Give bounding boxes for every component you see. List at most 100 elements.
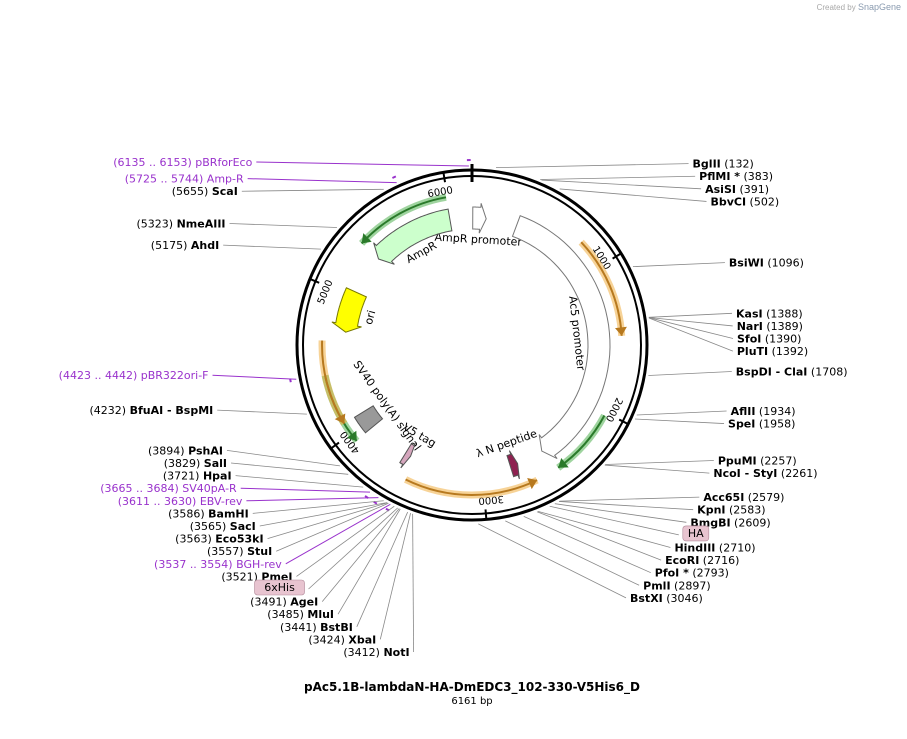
- site-position: (1096): [764, 257, 804, 270]
- leader-spei: [634, 418, 725, 424]
- leader-bstxi: [478, 523, 627, 599]
- feature-sv40-poly-a-signal: [353, 405, 384, 434]
- site-position: (502): [746, 195, 779, 208]
- leader-sali: [230, 462, 349, 475]
- site-position: (6135 .. 6153): [113, 156, 195, 169]
- enzyme-label-kasi: KasI (1388): [736, 307, 803, 320]
- enzyme-label-mlui: (3485) MluI: [267, 608, 334, 621]
- leader-pbrforeco: [256, 161, 469, 167]
- enzyme-label-pflmi: PflMI * (383): [699, 170, 773, 183]
- site-name: PluTI: [737, 345, 768, 358]
- label-text: AflII (1934): [731, 405, 796, 418]
- site-name: HpaI: [203, 470, 232, 483]
- leader-pflmi-: [540, 175, 696, 180]
- leader-sfoi: [648, 317, 734, 339]
- feature-tag-6xhis: 6xHis: [254, 579, 305, 596]
- feature-tag-box: [682, 525, 710, 542]
- label-text: BglII (132): [693, 158, 754, 171]
- leader-ebv-rev: [246, 497, 379, 502]
- leader-noti: [412, 513, 414, 653]
- enzyme-label-stui: (3557) StuI: [207, 545, 272, 558]
- label-text: (3565) SacI: [190, 520, 256, 533]
- tick-mark-4000: [329, 441, 340, 450]
- label-text: (3829) SalI: [164, 457, 227, 470]
- tick-mark-3000: [484, 509, 488, 521]
- site-position: (3537 .. 3554): [154, 558, 236, 571]
- site-name: SalI: [204, 457, 227, 470]
- feature-label-ori: ori: [362, 309, 378, 326]
- site-name: XbaI: [348, 633, 376, 646]
- leader-acc65i: [559, 496, 700, 502]
- feature-v5-tag: [399, 441, 417, 469]
- site-position: (2609): [731, 516, 771, 529]
- feature-tag-box: [254, 579, 305, 596]
- leader-6xhis: [308, 507, 399, 590]
- enzyme-label-eco53ki: (3563) Eco53kI: [175, 533, 263, 546]
- site-name: BspDI - ClaI: [736, 365, 808, 378]
- site-position: (3611 .. 3630): [118, 495, 200, 508]
- label-text: BsiWI (1096): [729, 257, 804, 270]
- label-text: PpuMI (2257): [718, 454, 797, 467]
- site-position: (383): [740, 170, 773, 183]
- site-name: MluI: [307, 608, 334, 621]
- enzyme-label-kpni: KpnI (2583): [697, 504, 765, 517]
- leader-pmli: [505, 520, 640, 586]
- leader-sv40pa-r: [240, 487, 371, 493]
- site-name: EBV-rev: [200, 495, 243, 508]
- site-position: (1708): [807, 365, 847, 378]
- site-position: (5175): [151, 239, 191, 252]
- leader-hindiii: [537, 510, 671, 548]
- label-leader-lines: [212, 159, 734, 653]
- orf-arrowhead-5: [361, 233, 372, 244]
- label-text: KpnI (2583): [697, 504, 765, 517]
- leader-aflii: [636, 410, 727, 416]
- site-name: SfoI: [737, 333, 761, 346]
- enzyme-label-spei: SpeI (1958): [728, 418, 795, 431]
- site-position: (2897): [671, 579, 711, 592]
- leader-hpai: [235, 475, 364, 488]
- leader-amp-r: [247, 178, 397, 184]
- label-text: (5175) AhdI: [151, 239, 219, 252]
- enzyme-label-nari: NarI (1389): [737, 320, 803, 333]
- enzyme-label-pluti: PluTI (1392): [737, 345, 808, 358]
- leader-asisi: [541, 179, 702, 190]
- site-position: (1389): [763, 320, 803, 333]
- leader-pluti: [648, 317, 734, 352]
- snapgene-credit: Created by SnapGene: [817, 2, 901, 12]
- site-name: BbvCI: [710, 195, 746, 208]
- label-text: (3491) AgeI: [250, 596, 318, 609]
- label-text: PmlI (2897): [643, 579, 710, 592]
- leader-kasi: [648, 312, 733, 318]
- enzyme-label-scai: (5655) ScaI: [172, 185, 238, 198]
- site-position: (1390): [761, 333, 801, 346]
- enzyme-label-xbai: (3424) XbaI: [308, 633, 376, 646]
- site-name: BamHI: [208, 507, 249, 520]
- leader-stui: [276, 502, 389, 552]
- orf-arc-halo-4: [318, 340, 348, 426]
- enzyme-label-bsiwi: BsiWI (1096): [729, 257, 804, 270]
- site-position: (3563): [175, 533, 215, 546]
- feature-tag-ha: HA: [682, 525, 710, 542]
- leader-eco53ki: [267, 502, 388, 539]
- site-position: (3829): [164, 457, 204, 470]
- enzyme-label-ecori: EcoRI (2716): [665, 554, 739, 567]
- enzyme-label-bstxi: BstXI (3046): [630, 592, 703, 605]
- enzyme-label-saci: (3565) SacI: [190, 520, 256, 533]
- site-position: (3557): [207, 545, 247, 558]
- feature-tag-text: 6xHis: [264, 581, 295, 594]
- enzyme-label-sfoi: SfoI (1390): [737, 333, 801, 346]
- site-position: (2716): [699, 554, 739, 567]
- enzyme-label-pshai: (3894) PshAI: [148, 444, 223, 457]
- label-text: Acc65I (2579): [703, 491, 784, 504]
- site-position: (2261): [777, 467, 817, 480]
- leader-bglii: [496, 163, 689, 169]
- label-text: NarI (1389): [737, 320, 803, 333]
- enzyme-label-ahdi: (5175) AhdI: [151, 239, 219, 252]
- site-name: PfoI *: [655, 567, 689, 580]
- leader-bspdi-clai: [648, 371, 732, 376]
- orf-arc-2: [405, 478, 538, 496]
- site-position: (3485): [267, 608, 307, 621]
- site-name: Eco53kI: [215, 533, 263, 546]
- leader-pshai: [226, 450, 341, 467]
- site-position: (5323): [137, 217, 177, 230]
